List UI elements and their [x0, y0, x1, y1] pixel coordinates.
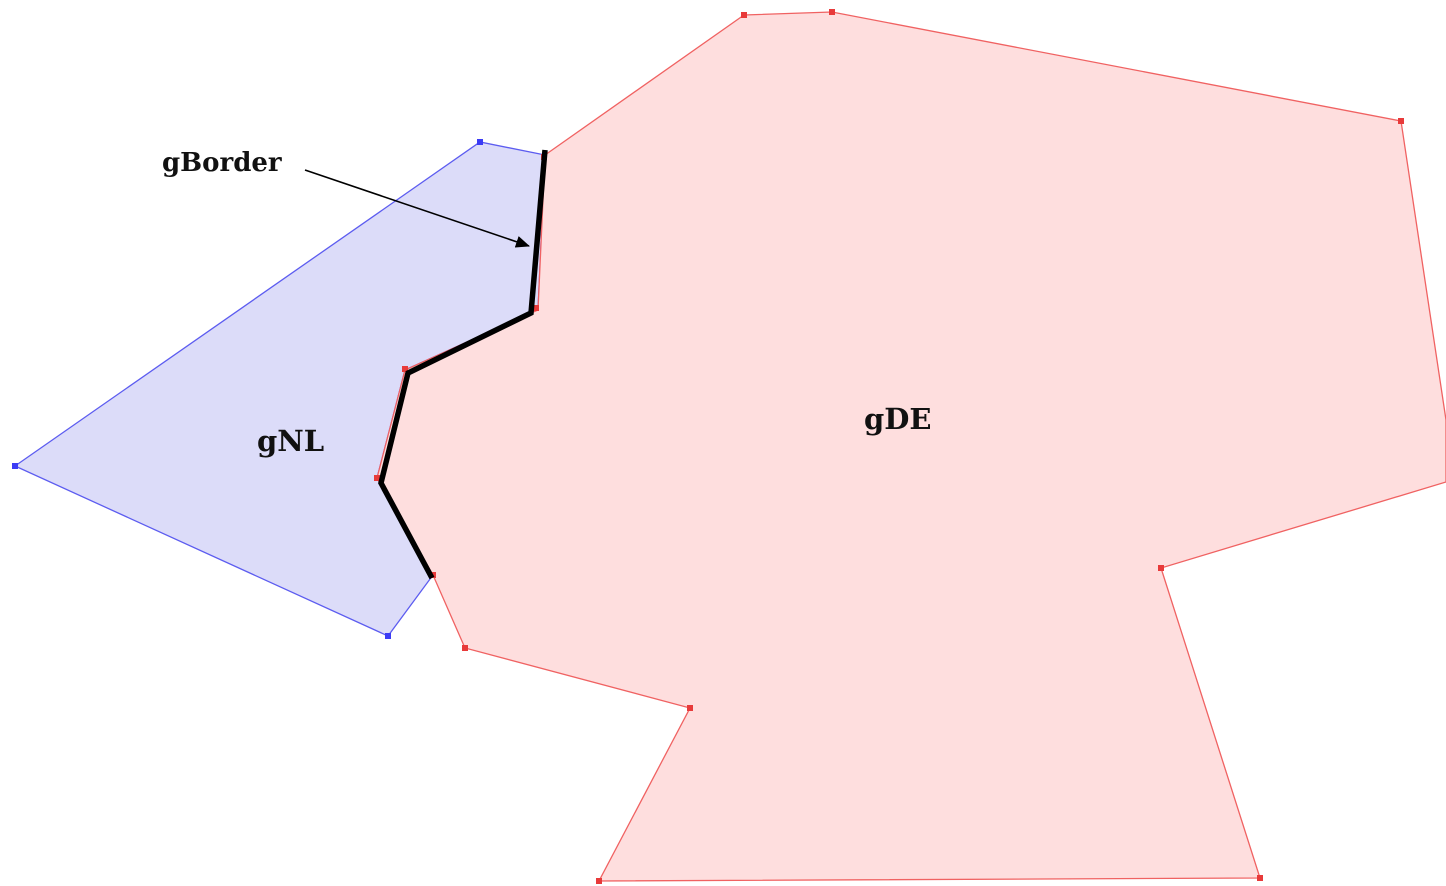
- region-de-polygon: [376, 11, 1446, 882]
- region-nl-vertices: [12, 139, 483, 639]
- region-nl-vertex-marker: [12, 463, 18, 469]
- region-de-vertex-marker: [374, 475, 380, 481]
- region-de-vertex-marker: [402, 366, 408, 372]
- border-label: gBorder: [162, 148, 282, 178]
- region-de-vertex-marker: [1158, 565, 1164, 571]
- region-de-vertex-marker: [462, 645, 468, 651]
- region-de-vertex-marker: [1257, 875, 1263, 881]
- region-de-vertex-marker: [741, 12, 747, 18]
- region-de-label: gDE: [864, 402, 932, 436]
- region-de-vertex-marker: [687, 705, 693, 711]
- region-nl-label: gNL: [257, 424, 324, 458]
- region-de-vertex-marker: [829, 9, 835, 15]
- region-de-vertex-marker: [596, 878, 602, 884]
- region-nl-vertex-marker: [477, 139, 483, 145]
- border-callout-arrow: [304, 169, 530, 248]
- shared-border-line: [378, 149, 548, 580]
- region-de-vertex-marker: [1398, 118, 1404, 124]
- region-de-vertex-marker: [533, 305, 539, 311]
- region-nl-vertex-marker: [385, 633, 391, 639]
